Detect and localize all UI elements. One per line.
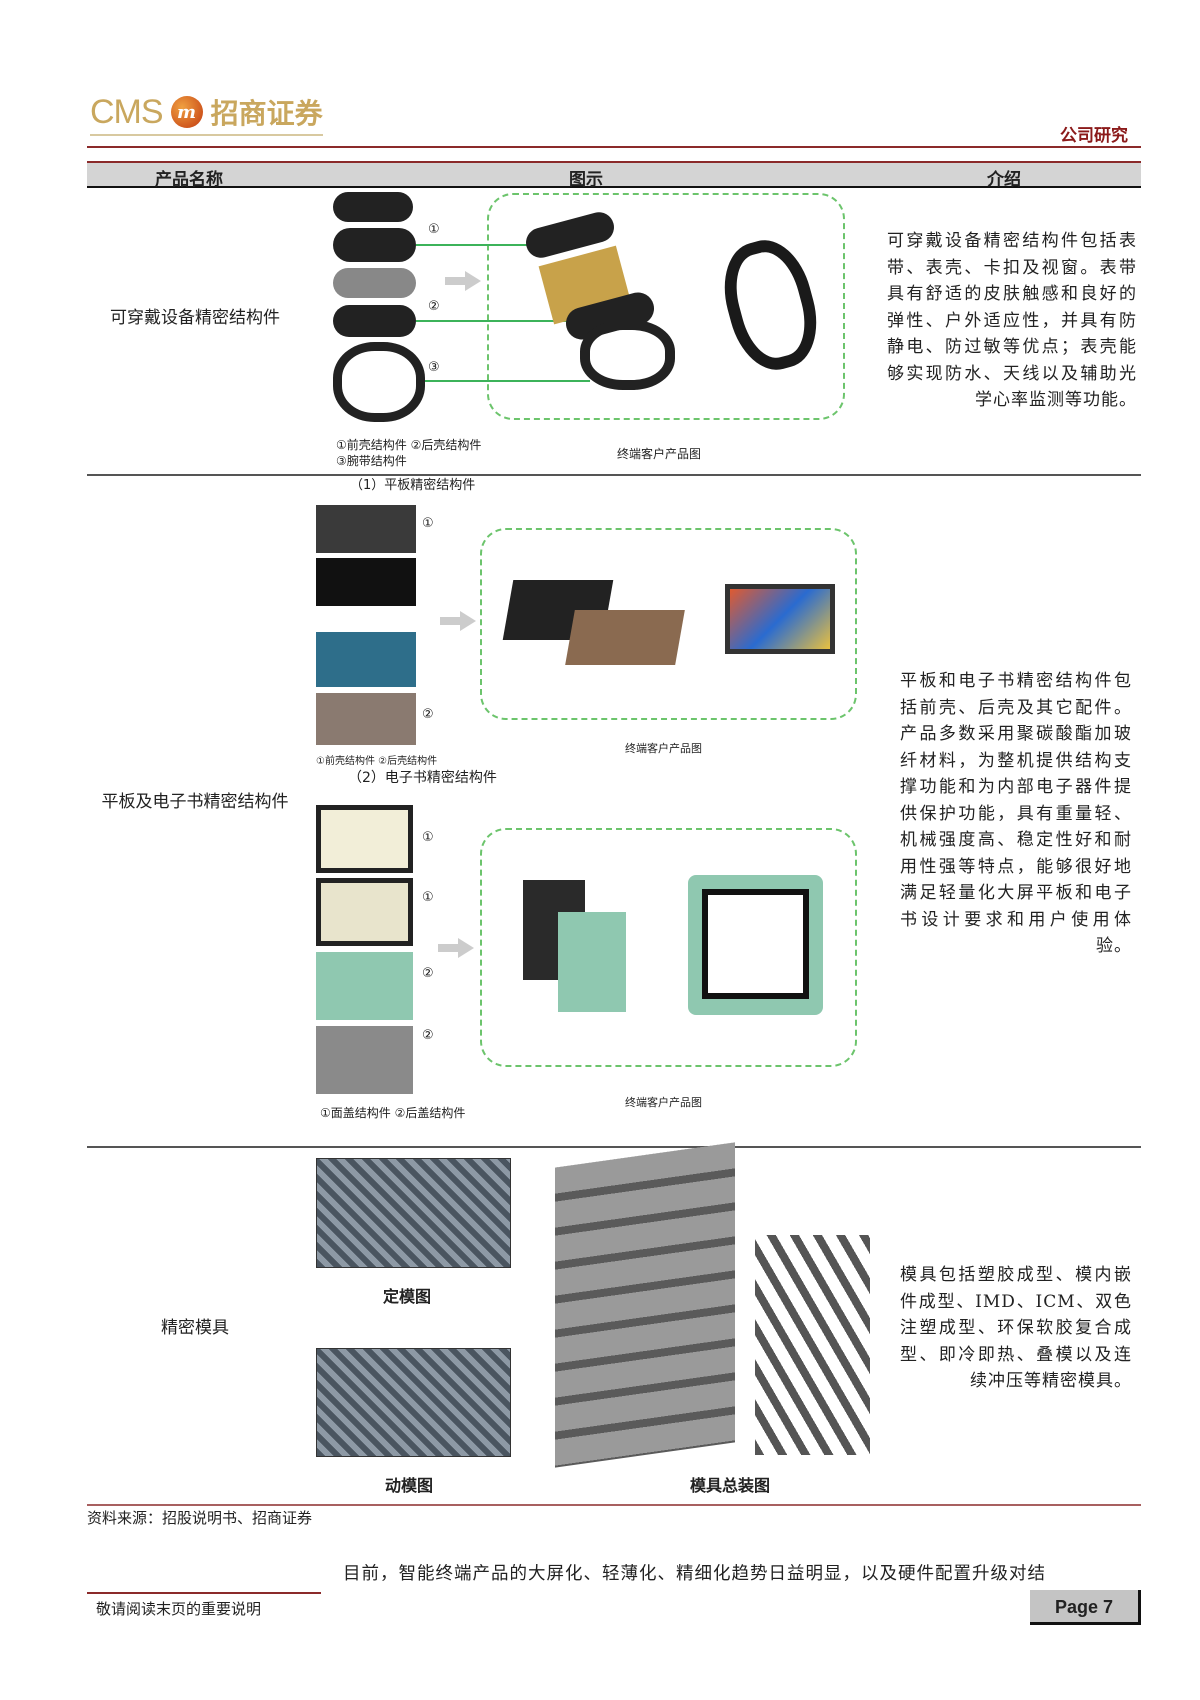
arrow-icon [438, 938, 474, 958]
part-image [333, 268, 416, 298]
footer-divider [87, 1592, 321, 1594]
exploded-part [565, 610, 685, 665]
table-bottom-line [87, 1504, 1141, 1506]
dashed-frame [480, 528, 857, 720]
marker: ① [428, 222, 440, 237]
marker: ② [422, 1028, 434, 1043]
row-name-tablet: 平板及电子书精密结构件 [101, 792, 289, 812]
mold-assembly-image [555, 1142, 735, 1468]
dashed-frame [480, 828, 857, 1067]
figure-label: 定模图 [383, 1287, 432, 1306]
row-intro-tablet: 平板和电子书精密结构件包括前壳、后壳及其它配件。产品多数采用聚碳酸酯加玻纤材料，… [900, 671, 1132, 956]
subfigure-title: （1）平板精密结构件 [350, 478, 476, 493]
strap-image [333, 342, 425, 422]
figure-legend: ①前壳结构件 ②后壳结构件 [336, 438, 482, 452]
figure-caption: 终端客户产品图 [625, 742, 702, 755]
figure-legend: ①前壳结构件 ②后壳结构件 [316, 756, 438, 767]
ereader-image [688, 875, 823, 1015]
marker: ② [422, 707, 434, 722]
marker: ① [422, 830, 434, 845]
part-image [316, 693, 416, 745]
moving-mold-image [316, 1348, 511, 1457]
part-image [316, 1026, 413, 1094]
figure-legend: ①面盖结构件 ②后盖结构件 [320, 1106, 466, 1120]
part-image [316, 805, 413, 873]
arrow-icon [440, 611, 476, 631]
logo-latin: CMS [90, 92, 164, 131]
row-intro-mold: 模具包括塑胶成型、模内嵌件成型、IMD、ICM、双色注塑成型、环保软胶复合成型、… [900, 1265, 1132, 1391]
tablet-image [725, 584, 835, 654]
row-intro-wearable: 可穿戴设备精密结构件包括表带、表壳、卡扣及视窗。表带具有舒适的皮肤触感和良好的弹… [887, 231, 1137, 410]
figure-caption: 终端客户产品图 [617, 447, 702, 461]
page-number: Page 7 [1030, 1590, 1141, 1625]
figure-label: 动模图 [385, 1476, 434, 1495]
part-image [333, 228, 416, 262]
subfigure-title: （2）电子书精密结构件 [348, 770, 497, 786]
marker: ② [428, 299, 440, 314]
marker: ① [422, 516, 434, 531]
col-header-intro: 介绍 [987, 170, 1021, 190]
col-header-name: 产品名称 [155, 170, 223, 190]
figure-legend: ③腕带结构件 [336, 454, 407, 468]
part-image [333, 192, 413, 222]
part-image [316, 952, 413, 1020]
body-text: 目前，智能终端产品的大屏化、轻薄化、精细化趋势日益明显，以及硬件配置升级对结 [343, 1564, 1046, 1584]
exploded-strap [580, 320, 675, 390]
connector-line [425, 380, 590, 382]
row-divider [87, 474, 1141, 476]
header-divider [87, 146, 1141, 148]
marker: ① [422, 890, 434, 905]
logo-emblem-icon: m [170, 96, 203, 128]
figure-label: 模具总装图 [690, 1476, 771, 1495]
footer-notice: 敬请阅读末页的重要说明 [96, 1600, 262, 1618]
row-name-wearable: 可穿戴设备精密结构件 [110, 308, 280, 328]
part-image [316, 878, 413, 946]
row-name-mold: 精密模具 [161, 1318, 229, 1338]
table-header: 产品名称 图示 介绍 [87, 161, 1141, 190]
col-header-figure: 图示 [569, 170, 603, 190]
ereader-screen [702, 889, 809, 999]
marker: ② [422, 966, 434, 981]
section-label: 公司研究 [1060, 126, 1128, 146]
part-image [316, 558, 416, 606]
dashed-frame [487, 193, 845, 420]
part-image [316, 505, 416, 553]
figure-caption: 终端客户产品图 [625, 1096, 702, 1109]
connector-line [416, 244, 536, 246]
marker: ③ [428, 360, 440, 375]
source-note: 资料来源：招股说明书、招商证券 [87, 1509, 313, 1527]
connector-line [416, 320, 576, 322]
exploded-part [558, 912, 626, 1012]
part-image [333, 305, 416, 337]
company-logo: CMS m 招商证券 [90, 92, 323, 136]
mold-assembly-parts [755, 1235, 870, 1455]
fixed-mold-image [316, 1158, 511, 1268]
arrow-icon [445, 271, 481, 291]
logo-cn: 招商证券 [210, 97, 323, 130]
part-image [316, 632, 416, 687]
row-divider [87, 1146, 1141, 1148]
